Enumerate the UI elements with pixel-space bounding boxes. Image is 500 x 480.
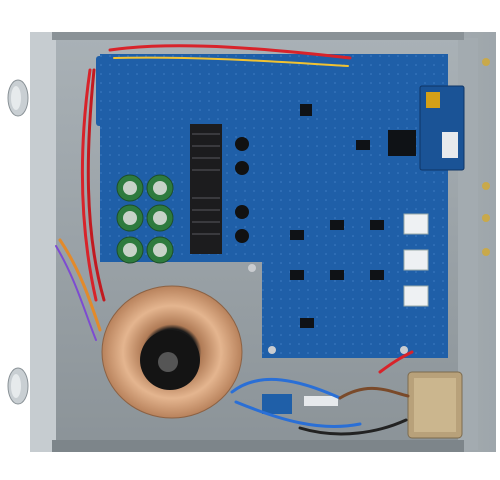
- main-pcb: [100, 54, 448, 358]
- daughter-board: [419, 85, 465, 171]
- heatsinks: [190, 124, 222, 254]
- front-knob-top: [7, 79, 29, 117]
- front-knob-bottom: [7, 367, 29, 405]
- mains-filter: [407, 371, 463, 439]
- wiring: [55, 44, 414, 436]
- capacitor-bank: [116, 137, 249, 264]
- rear-jacks: [482, 58, 490, 256]
- toroidal-transformer: [101, 285, 243, 419]
- terminal-board: [262, 394, 338, 414]
